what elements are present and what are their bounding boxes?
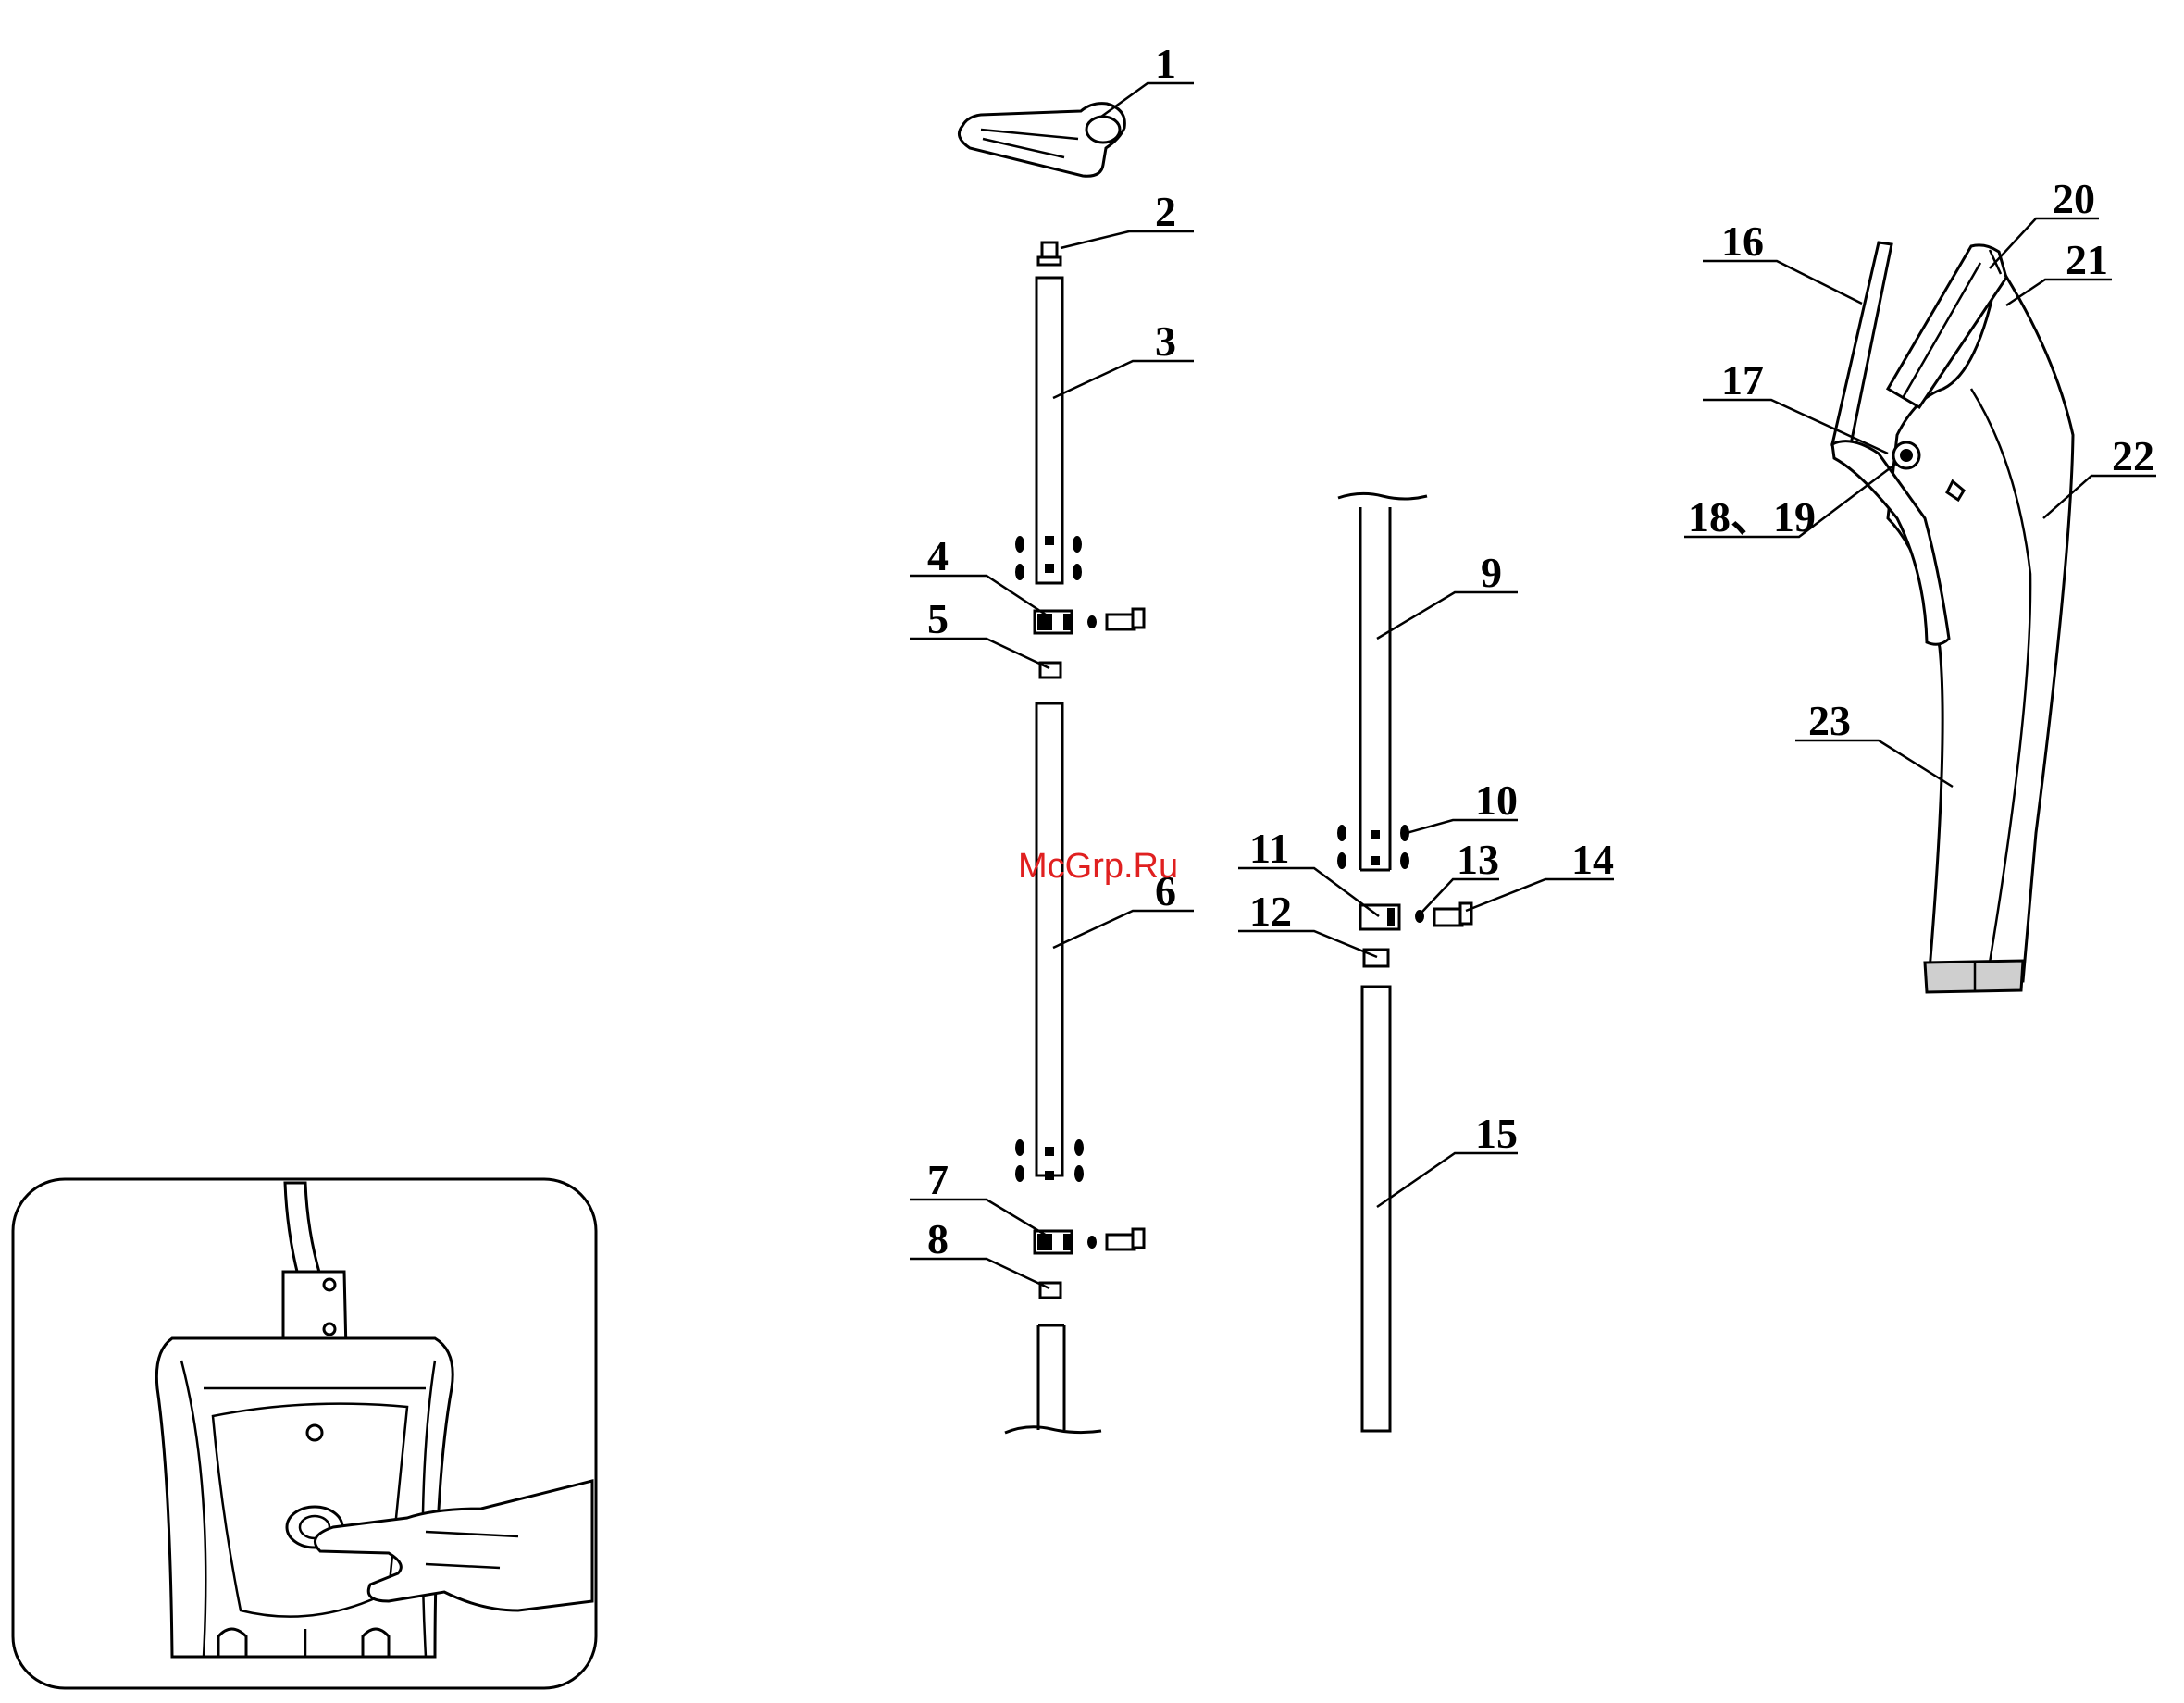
label-10: 10 (1475, 777, 1518, 824)
label-3: 3 (1155, 317, 1176, 365)
label-12: 12 (1249, 888, 1292, 935)
hose-handle-assembly (1832, 242, 2073, 992)
part-1-handle-grip (959, 104, 1124, 177)
machine-body (156, 1338, 453, 1657)
part-9-tube (1338, 493, 1427, 870)
label-5: 5 (927, 595, 949, 642)
label-9: 9 (1481, 549, 1502, 596)
label-17: 17 (1721, 356, 1764, 404)
label-2: 2 (1155, 188, 1176, 235)
part-14-latch (1434, 903, 1471, 926)
label-21: 21 (2066, 236, 2108, 283)
label-22: 22 (2112, 432, 2154, 479)
hose-icon (285, 1183, 320, 1275)
label-20: 20 (2053, 175, 2095, 222)
label-16: 16 (1721, 218, 1764, 265)
watermark-text: McGrp.Ru (1018, 847, 1178, 886)
label-14: 14 (1571, 836, 1614, 883)
part-6-middle-tube (1016, 703, 1083, 1181)
part-3-upper-tube (1016, 278, 1081, 583)
part-4-tube-clamp (1035, 609, 1144, 633)
label-8: 8 (927, 1215, 949, 1262)
label-4: 4 (927, 532, 949, 579)
label-13: 13 (1457, 836, 1499, 883)
lower-tube-stub-left (1005, 1325, 1101, 1433)
label-15: 15 (1475, 1110, 1518, 1157)
label-7: 7 (927, 1156, 949, 1203)
part-16-lever (1832, 242, 1892, 444)
label-23: 23 (1808, 697, 1851, 744)
part-15-lower-tube (1362, 987, 1390, 1431)
label-11: 11 (1249, 825, 1289, 872)
inset-illustration (13, 1179, 596, 1688)
label-18-19: 18、19 (1688, 493, 1816, 541)
part-2-cap (1038, 242, 1061, 265)
part-7-tube-clamp (1035, 1229, 1144, 1253)
part-11-tube-clamp (1360, 905, 1399, 929)
label-1: 1 (1155, 40, 1176, 87)
